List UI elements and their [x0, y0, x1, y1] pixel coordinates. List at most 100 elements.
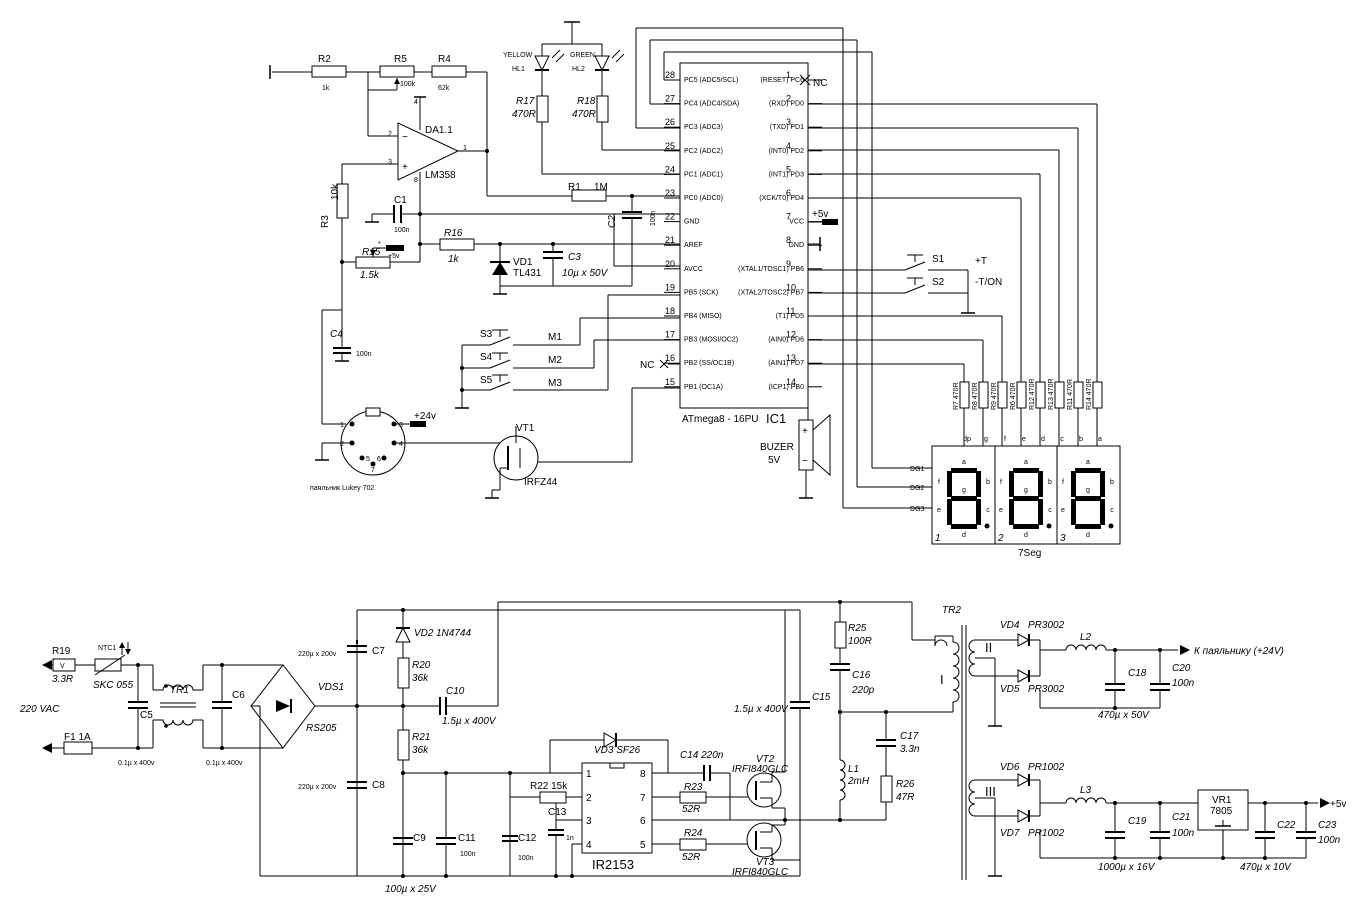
ir2153-name: IR2153 — [592, 857, 634, 872]
r3-ref: R3 — [320, 215, 331, 228]
mcu-pin-name: (TXD) PD1 — [770, 124, 804, 131]
conn-pin4: 4 — [399, 441, 403, 448]
mcu-pin-num: 20 — [665, 259, 675, 269]
r16-ref: R16 — [444, 228, 463, 239]
r26-body — [880, 775, 893, 803]
mcu-pin-num: 28 — [665, 70, 675, 80]
segment-letter: a — [962, 459, 966, 466]
mcu-pin-name: PC0 (ADC0) — [684, 195, 723, 202]
segment-dp — [1108, 523, 1114, 529]
da1-part: LM358 — [425, 170, 456, 181]
r15-val: 1.5k — [360, 270, 380, 281]
r19-ref: R19 — [52, 646, 71, 657]
c21-val: 100n — [1172, 828, 1195, 839]
r18-body — [596, 95, 609, 123]
c2-ref: C2 — [607, 215, 618, 228]
c11-val: 100n — [460, 851, 476, 858]
seg-pin-label: f — [1004, 436, 1006, 443]
r3-val: 10k — [330, 183, 341, 200]
c22-ref: C22 — [1277, 820, 1296, 831]
hl2-color: GREEN — [570, 52, 595, 59]
mcu-pin-num: 3 — [786, 117, 791, 127]
mcu-pin-num: 24 — [665, 164, 675, 174]
tr2-label: TR2 — [942, 605, 961, 616]
ir-pin7: 7 — [640, 793, 646, 804]
mcu-pin-name: PC2 (ADC2) — [684, 148, 723, 155]
vd1-ref: VD1 — [513, 257, 533, 268]
segment-letter: c — [1110, 507, 1114, 514]
labels: R2 1k R5 100k R4 62k DA1.1 LM358 4 2 3 1… — [19, 52, 1346, 895]
seg-pin-label: c — [1060, 436, 1064, 443]
vd2-ref: VD2 — [414, 628, 434, 639]
vt1-ref: VT1 — [516, 423, 535, 434]
segment — [1075, 524, 1101, 529]
conn-pin2: 2 — [340, 441, 344, 448]
mcu-pin-num: 11 — [786, 306, 795, 316]
svg-text:4: 4 — [414, 99, 418, 106]
c12-val: 100n — [518, 855, 534, 862]
seg-resistor-label: R8 470R — [972, 382, 979, 410]
out5-label: +5v — [1330, 799, 1346, 810]
opamp-section: − + — [269, 65, 680, 425]
c21-ref: C21 — [1172, 812, 1190, 823]
r15-body — [355, 256, 391, 269]
segment-letter: d — [1086, 532, 1090, 539]
mcu-pin-name: PC3 (ADC3) — [684, 124, 723, 131]
segment-letter: d — [962, 532, 966, 539]
buzzer-label: BUZER — [760, 442, 794, 453]
ir-pin4: 4 — [586, 840, 592, 851]
r22-body — [539, 791, 567, 804]
vd3-diode — [603, 732, 617, 748]
mcu-pin-name: AREF — [684, 242, 703, 249]
r21-body — [397, 729, 410, 761]
segment — [1013, 524, 1039, 529]
segment — [1038, 471, 1043, 497]
c15-val: 1.5µ x 400V — [734, 704, 789, 715]
vt1-part: IRFZ44 — [524, 477, 558, 488]
buzzer-volt: 5V — [768, 455, 781, 466]
c16-ref: C16 — [852, 670, 871, 681]
r2-ref: R2 — [318, 54, 331, 65]
c5-val: 0.1µ x 400v — [118, 760, 155, 767]
c8-ref: C8 — [372, 780, 385, 791]
vd4-part: PR3002 — [1028, 620, 1065, 631]
mcu-pin-name: AVCC — [684, 266, 703, 273]
switches-s1-s2 — [808, 254, 976, 314]
vd5-diode — [1017, 669, 1031, 683]
mcu-pin-num: 25 — [665, 141, 675, 151]
mcu-pin-num: 26 — [665, 117, 675, 127]
hl1-led — [534, 55, 550, 72]
mcu-body — [679, 62, 809, 409]
conn-pin6: 6 — [377, 456, 381, 463]
svg-text:−: − — [402, 132, 408, 143]
segment-letter: f — [1062, 479, 1064, 486]
segment — [1100, 499, 1105, 525]
vcc-pin7: +5v — [812, 209, 828, 220]
segment — [951, 524, 977, 529]
vd6-part: PR1002 — [1028, 762, 1065, 773]
winding-2: II — [985, 640, 992, 655]
svg-text:−: − — [802, 456, 808, 467]
seg-resistor — [1073, 381, 1084, 409]
segment-letter: f — [938, 479, 940, 486]
c18-ref: C18 — [1128, 668, 1147, 679]
r17-body — [536, 95, 549, 123]
vd2-part: 1N4744 — [436, 628, 471, 639]
segment — [1075, 468, 1101, 473]
c23-ref: C23 — [1318, 820, 1337, 831]
l1-val: 2mH — [847, 776, 870, 787]
ir-pin8: 8 — [640, 769, 646, 780]
mcu-pin-num: 1 — [786, 70, 791, 80]
r24-body — [679, 838, 707, 851]
mcu-pin-num: 13 — [786, 353, 796, 363]
l1-ref: L1 — [848, 764, 859, 775]
segment — [1038, 499, 1043, 525]
segment-letter: a — [1024, 459, 1028, 466]
c8-val: 220µ x 200v — [298, 784, 337, 791]
r17-ref: R17 — [516, 96, 535, 107]
display-wires — [635, 27, 1098, 509]
segment — [1009, 499, 1014, 525]
vd7-part: PR1002 — [1028, 828, 1065, 839]
